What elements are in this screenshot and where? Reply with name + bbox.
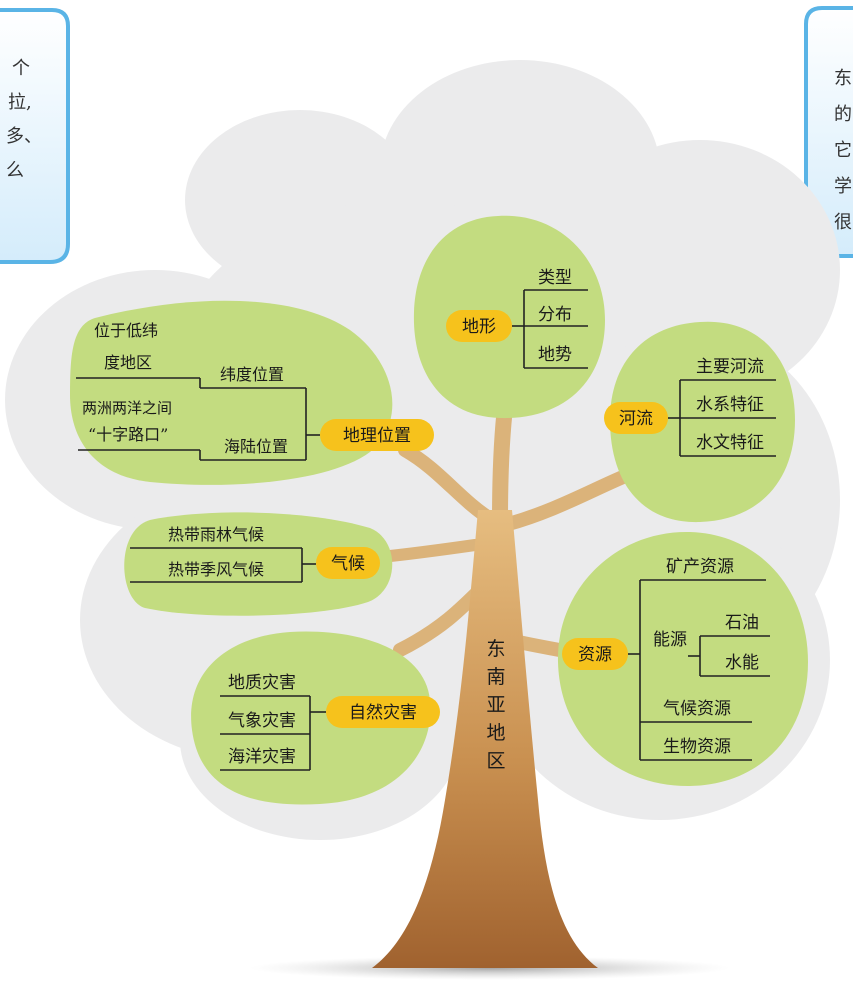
leaf-climate: 气候 热带雨林气候 热带季风气候 bbox=[124, 512, 393, 616]
note-right-line-2: 的 bbox=[834, 104, 852, 125]
topography-item-3: 地势 bbox=[538, 345, 572, 365]
note-left: 个 拉, 多、 么 bbox=[0, 8, 70, 264]
tag-disasters-text: 自然灾害 bbox=[349, 703, 417, 723]
topography-item-2: 分布 bbox=[538, 305, 572, 325]
trunk-label-char-4: 地 bbox=[486, 722, 505, 744]
location-latitude-label: 纬度位置 bbox=[220, 365, 284, 384]
location-latitude-note-1: 位于低纬 bbox=[94, 321, 158, 340]
trunk-label: 东 南 亚 地 区 bbox=[486, 638, 505, 772]
tree-trunk bbox=[372, 510, 598, 968]
note-right-line-3: 它 bbox=[834, 140, 852, 161]
resources-other-1: 气候资源 bbox=[663, 699, 731, 719]
leaf-resources: 资源 矿产资源 能源 石油 水能 气候资源 生物资源 bbox=[557, 531, 808, 787]
disasters-item-2: 气象灾害 bbox=[228, 711, 296, 731]
note-right-line-5: 很 bbox=[834, 212, 852, 233]
note-left-line-1: 个 bbox=[12, 58, 30, 79]
disasters-item-3: 海洋灾害 bbox=[228, 747, 296, 767]
tag-topography bbox=[446, 310, 512, 342]
tag-resources-text: 资源 bbox=[578, 645, 612, 665]
tag-location bbox=[320, 419, 434, 451]
trunk-label-char-3: 亚 bbox=[486, 694, 505, 716]
rivers-item-3: 水文特征 bbox=[696, 433, 764, 453]
note-left-line-3: 多、 bbox=[6, 126, 42, 147]
note-left-line-2: 拉, bbox=[8, 92, 32, 113]
leaf-disasters: 自然灾害 地质灾害 气象灾害 海洋灾害 bbox=[191, 631, 440, 805]
tag-disasters bbox=[326, 696, 440, 728]
location-landsea-note-1: 两洲两洋之间 bbox=[82, 399, 172, 417]
tag-climate-text: 气候 bbox=[331, 554, 365, 574]
leaf-rivers: 河流 主要河流 水系特征 水文特征 bbox=[604, 321, 795, 523]
note-right-line-1: 东 bbox=[834, 68, 852, 89]
trunk-label-char-2: 南 bbox=[486, 666, 505, 688]
location-landsea-label: 海陆位置 bbox=[224, 437, 288, 456]
resources-mineral: 矿产资源 bbox=[666, 557, 734, 577]
resources-energy-label: 能源 bbox=[653, 630, 687, 650]
tag-topography-text: 地形 bbox=[462, 317, 496, 337]
climate-item-2: 热带季风气候 bbox=[168, 560, 264, 579]
topography-item-1: 类型 bbox=[538, 268, 572, 288]
rivers-item-1: 主要河流 bbox=[696, 357, 764, 377]
trunk-label-char-5: 区 bbox=[486, 750, 505, 772]
leaf-topography: 地形 类型 分布 地势 bbox=[413, 215, 605, 419]
tag-climate bbox=[316, 547, 380, 579]
leaf-location: 地理位置 位于低纬 度地区 纬度位置 两洲两洋之间 “十字路口” 海陆位置 bbox=[70, 300, 434, 485]
note-right-line-4: 学 bbox=[834, 176, 852, 197]
trunk-label-char-1: 东 bbox=[486, 638, 505, 660]
tag-location-text: 地理位置 bbox=[343, 426, 411, 446]
disasters-item-1: 地质灾害 bbox=[228, 673, 296, 693]
resources-other-2: 生物资源 bbox=[663, 737, 731, 757]
resources-energy-item-1: 石油 bbox=[725, 613, 759, 633]
tag-rivers bbox=[604, 402, 668, 434]
note-left-line-4: 么 bbox=[6, 160, 24, 181]
tag-rivers-text: 河流 bbox=[619, 409, 653, 429]
resources-energy-item-2: 水能 bbox=[725, 653, 759, 673]
climate-item-1: 热带雨林气候 bbox=[168, 525, 264, 544]
location-landsea-note-2: “十字路口” bbox=[88, 425, 168, 444]
location-latitude-note-2: 度地区 bbox=[104, 353, 152, 372]
rivers-item-2: 水系特征 bbox=[696, 395, 764, 415]
tag-resources bbox=[562, 638, 628, 670]
